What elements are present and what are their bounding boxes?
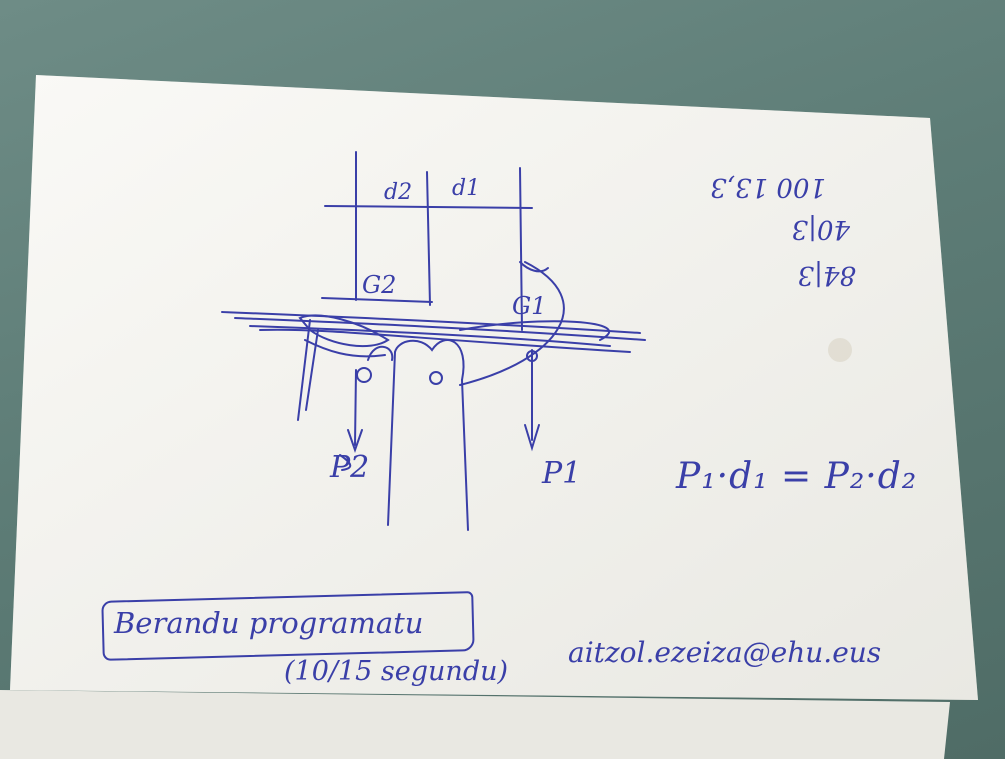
paper-stain <box>828 338 852 362</box>
email-address: aitzol.ezeiza@ehu.eus <box>568 636 882 669</box>
lever-formula: P₁·d₁ = P₂·d₂ <box>676 456 918 497</box>
calc-line-2: 40|3 <box>791 214 850 244</box>
calc-line-3: 100 13,3 <box>710 172 826 202</box>
paper-shade <box>10 75 978 700</box>
caption-sub: (10/15 segundu) <box>284 656 509 687</box>
label-g1: G1 <box>512 292 547 320</box>
label-g2: G2 <box>362 271 397 299</box>
label-p2: P2 <box>330 450 370 485</box>
sketch-lines <box>221 151 646 531</box>
label-p1: P1 <box>542 456 582 491</box>
upside-down-calculation: 84|3 40|3 100 13,3 <box>636 150 856 290</box>
label-d2: d2 <box>384 180 413 205</box>
paper-sheet-under <box>0 690 950 759</box>
label-d1: d1 <box>452 176 481 201</box>
calc-line-1: 84|3 <box>797 260 856 290</box>
pivot-circles <box>356 350 538 385</box>
caption-main: Berandu programatu <box>114 606 424 640</box>
